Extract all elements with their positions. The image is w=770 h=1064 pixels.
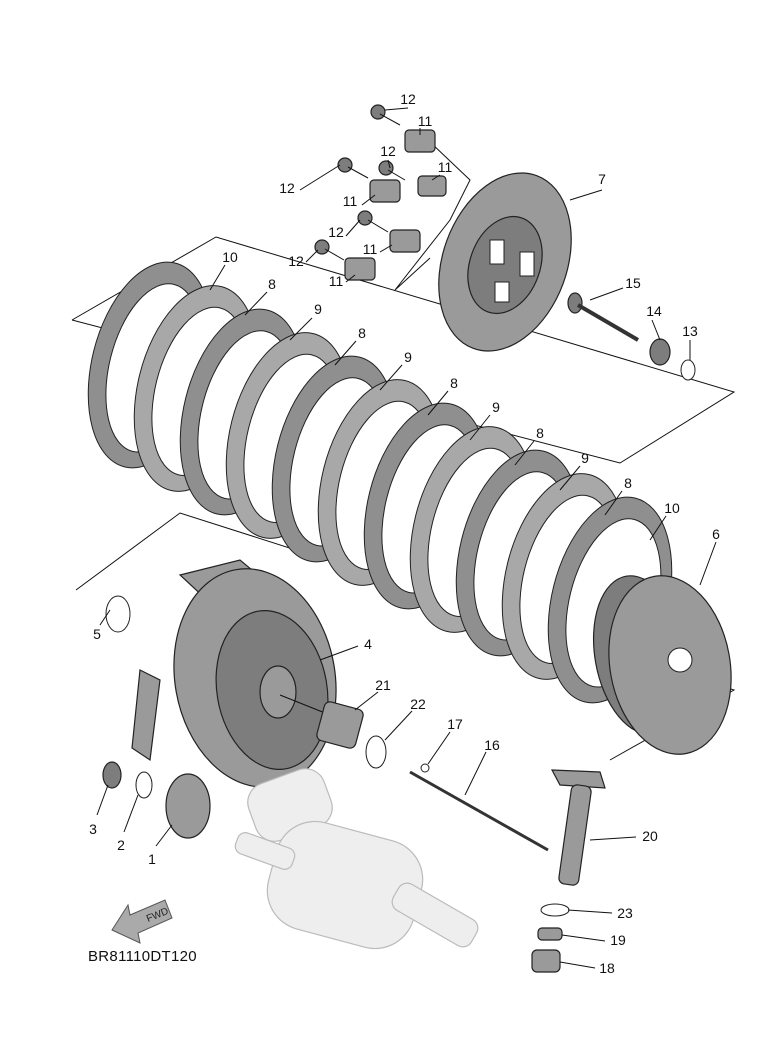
forward-arrow-icon: FWD xyxy=(111,899,173,944)
callout: 4 xyxy=(364,636,372,652)
primary-drive-gear xyxy=(165,773,211,839)
callout: 7 xyxy=(598,171,606,187)
thrust-washer xyxy=(105,595,131,633)
callout: 18 xyxy=(599,960,615,976)
callout: 8 xyxy=(450,375,458,391)
leader-lines xyxy=(96,107,717,969)
callout-labels: 12 11 12 11 12 11 12 11 12 11 7 10 8 9 8… xyxy=(89,91,720,976)
callout: 20 xyxy=(642,828,658,844)
callout: 2 xyxy=(117,837,125,853)
callout: 11 xyxy=(343,193,358,209)
nut xyxy=(649,338,671,366)
callout: 23 xyxy=(617,905,633,921)
washer-22 xyxy=(365,735,387,769)
push-rod-16 xyxy=(409,770,549,852)
clutch-springs xyxy=(344,129,447,281)
callout: 11 xyxy=(363,241,378,257)
crankshaft xyxy=(234,768,479,950)
pressure-plate xyxy=(438,172,572,352)
callout: 5 xyxy=(93,626,101,642)
callout: 12 xyxy=(380,143,396,159)
callout: 21 xyxy=(375,677,391,693)
callout: 10 xyxy=(222,249,238,265)
callout: 15 xyxy=(625,275,641,291)
washer xyxy=(680,359,696,381)
lock-washer xyxy=(135,771,153,799)
callout: 10 xyxy=(664,500,680,516)
callout: 9 xyxy=(581,450,589,466)
clutch-basket xyxy=(131,559,337,788)
callout: 3 xyxy=(89,821,97,837)
clutch-boss xyxy=(592,575,732,755)
push-lever-shaft xyxy=(531,769,606,973)
callout: 17 xyxy=(447,716,463,732)
callout: 16 xyxy=(484,737,500,753)
push-rod xyxy=(576,303,640,342)
callout: 14 xyxy=(646,303,662,319)
callout: 12 xyxy=(279,180,295,196)
nut-3 xyxy=(102,761,122,789)
callout: 12 xyxy=(288,253,304,269)
basket-axis xyxy=(279,694,331,716)
clutch-bolts xyxy=(314,104,406,261)
callout: 8 xyxy=(624,475,632,491)
callout: 9 xyxy=(314,301,322,317)
callout: 22 xyxy=(410,696,426,712)
clutch-plates xyxy=(87,261,673,704)
callout: 6 xyxy=(712,526,720,542)
pressure-plate-frame xyxy=(394,141,471,291)
callout: 11 xyxy=(418,113,433,129)
callout: 11 xyxy=(329,273,344,289)
push-rod-head xyxy=(567,292,583,314)
callout: 1 xyxy=(148,851,156,867)
callout: 12 xyxy=(400,91,416,107)
callout: 9 xyxy=(404,349,412,365)
callout: 11 xyxy=(438,159,453,175)
callout: 8 xyxy=(268,276,276,292)
callout: 12 xyxy=(328,224,344,240)
callout: 13 xyxy=(682,323,698,339)
callout: 8 xyxy=(536,425,544,441)
callout: 9 xyxy=(492,399,500,415)
callout: 8 xyxy=(358,325,366,341)
ball xyxy=(420,763,430,773)
diagram-code: BR81110DT120 xyxy=(88,948,197,965)
collar xyxy=(316,701,364,749)
callout: 19 xyxy=(610,932,626,948)
